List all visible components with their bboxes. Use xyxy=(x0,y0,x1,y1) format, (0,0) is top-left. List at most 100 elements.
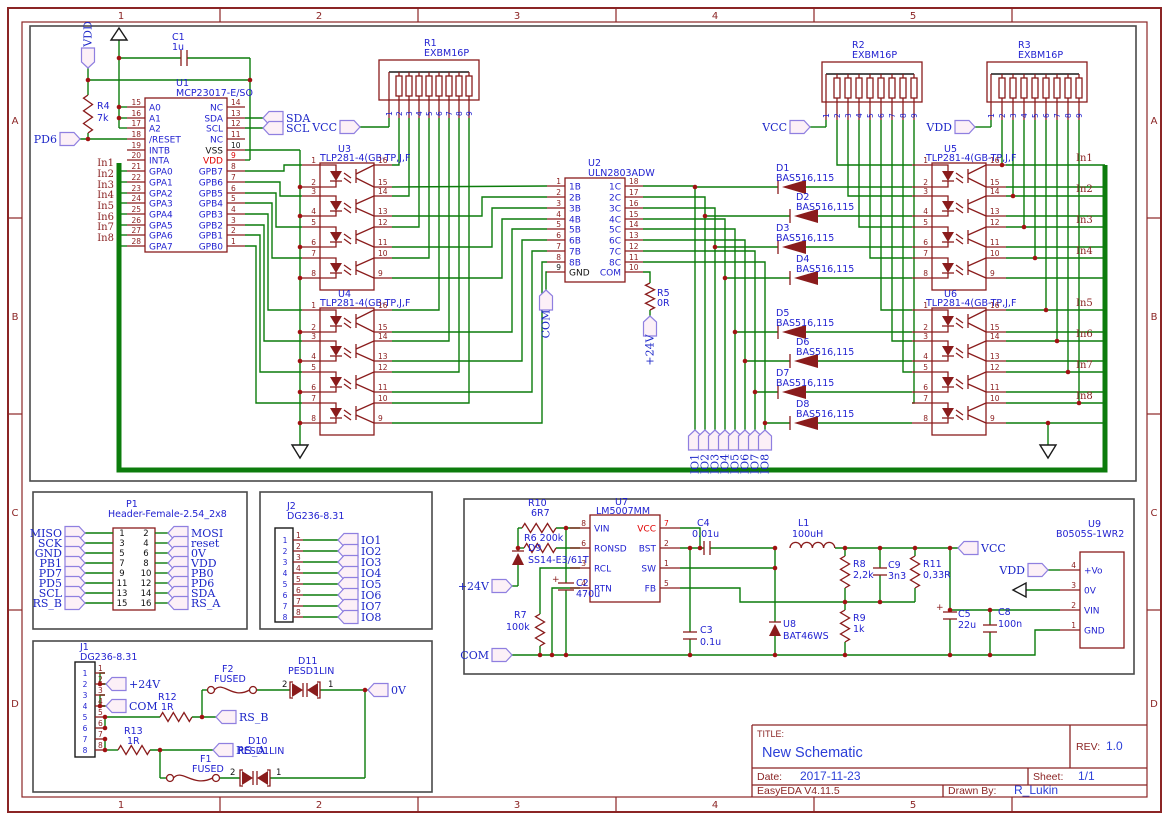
label[interactable]: 0R xyxy=(657,298,670,309)
net-label-IO2[interactable]: IO2 xyxy=(361,545,381,558)
label[interactable]: BAS516,115 xyxy=(796,264,854,275)
net-label-IO3[interactable]: IO3 xyxy=(709,454,722,474)
net-label-0V[interactable]: 0V xyxy=(191,547,207,560)
label[interactable]: C8 xyxy=(998,607,1011,618)
net-label-COM[interactable]: COM xyxy=(540,310,553,339)
resnet-ref-R2[interactable]: R2 xyxy=(852,40,865,51)
label[interactable]: BAS516,115 xyxy=(796,202,854,213)
label[interactable]: D5 xyxy=(776,308,789,319)
connector-P1[interactable] xyxy=(112,527,156,611)
label[interactable]: BAS516,115 xyxy=(796,347,854,358)
ic-ref-U2[interactable]: U2 xyxy=(588,158,601,169)
net-label-VCC[interactable]: VCC xyxy=(761,121,787,134)
net-flag-+24V[interactable] xyxy=(491,578,513,594)
label[interactable]: R4 xyxy=(97,101,110,112)
net-label-RS_A[interactable]: RS_A xyxy=(191,597,221,610)
label[interactable]: 6R7 xyxy=(531,508,550,519)
title-value[interactable]: New Schematic xyxy=(762,745,863,761)
label[interactable]: 100n xyxy=(998,619,1022,630)
resnet-R3[interactable] xyxy=(986,61,1088,103)
resistor-glyph[interactable] xyxy=(82,94,94,134)
label[interactable]: In6 xyxy=(97,212,114,223)
label[interactable]: In8 xyxy=(97,233,114,244)
net-label-IO8[interactable]: IO8 xyxy=(759,454,772,474)
label[interactable]: D11 xyxy=(298,656,317,667)
net-label-MISO[interactable]: MISO xyxy=(30,527,62,540)
label[interactable]: In4 xyxy=(1076,246,1093,257)
label[interactable]: In8 xyxy=(1076,391,1093,402)
net-label-COM[interactable]: COM xyxy=(460,649,489,662)
net-label-IO4[interactable]: IO4 xyxy=(361,567,381,580)
label[interactable]: D3 xyxy=(776,223,789,234)
label[interactable]: 1 xyxy=(328,680,333,690)
net-label-PB1[interactable]: PB1 xyxy=(40,557,62,570)
label[interactable]: 470u xyxy=(576,589,600,600)
resnet-ref-R1[interactable]: R1 xyxy=(424,38,437,49)
resistor-glyph[interactable] xyxy=(909,555,921,589)
net-flag-RS_B[interactable] xyxy=(215,709,237,725)
label[interactable]: J2 xyxy=(286,501,296,512)
label[interactable]: In1 xyxy=(1076,153,1093,164)
resnet-part-R2[interactable]: EXBM16P xyxy=(852,50,897,61)
label[interactable]: P1 xyxy=(126,499,138,510)
resistor-glyph[interactable] xyxy=(521,522,557,534)
label[interactable]: J1 xyxy=(79,642,89,653)
label[interactable]: 100uH xyxy=(792,529,823,540)
net-label-+24V[interactable]: +24V xyxy=(644,333,657,365)
ic-part-U1[interactable]: MCP23017-E/SO xyxy=(176,88,253,99)
net-label-0V[interactable]: 0V xyxy=(391,684,407,697)
net-label-SCL[interactable]: SCL xyxy=(39,587,63,600)
label[interactable]: In7 xyxy=(97,222,114,233)
rev-value[interactable]: 1.0 xyxy=(1106,739,1123,753)
net-label-VCC[interactable]: VCC xyxy=(311,121,337,134)
net-label-+24V[interactable]: +24V xyxy=(458,580,490,593)
net-label-IO3[interactable]: IO3 xyxy=(361,556,381,569)
net-label-SCL[interactable]: SCL xyxy=(286,122,310,135)
label[interactable]: BAS516,115 xyxy=(776,173,834,184)
label[interactable]: BAS516,115 xyxy=(796,409,854,420)
label[interactable]: 2 xyxy=(282,680,287,690)
label[interactable]: 1k xyxy=(853,624,865,635)
label[interactable]: C2 xyxy=(576,578,589,589)
label[interactable]: In5 xyxy=(1076,298,1093,309)
label[interactable]: D9 xyxy=(528,543,541,554)
date-value[interactable]: 2017-11-23 xyxy=(800,769,861,783)
net-label-IO6[interactable]: IO6 xyxy=(739,454,752,474)
resistor-glyph[interactable] xyxy=(523,542,557,554)
label[interactable]: R11 xyxy=(923,559,942,570)
net-flag-PD6[interactable] xyxy=(59,131,81,147)
label[interactable]: FUSED xyxy=(214,674,246,685)
net-label-RS_B[interactable]: RS_B xyxy=(239,711,268,724)
label[interactable]: In7 xyxy=(1076,360,1093,371)
label[interactable]: U8 xyxy=(783,619,796,630)
label[interactable]: R6 200k xyxy=(524,533,564,544)
label[interactable]: + xyxy=(936,603,944,613)
label[interactable]: C4 xyxy=(697,518,710,529)
label[interactable]: R12 xyxy=(158,692,177,703)
label[interactable]: SS14-E3/61T xyxy=(528,555,589,566)
label[interactable]: L1 xyxy=(798,518,809,529)
label[interactable]: 22u xyxy=(958,620,976,631)
net-flag-VCC[interactable] xyxy=(957,540,979,556)
net-flag-COM[interactable] xyxy=(105,698,127,714)
label[interactable]: R8 xyxy=(853,559,866,570)
resnet-R2[interactable] xyxy=(821,61,923,103)
net-label-IO2[interactable]: IO2 xyxy=(699,454,712,474)
resistor-glyph[interactable] xyxy=(644,282,656,311)
label[interactable]: 0,33R xyxy=(923,570,951,581)
label[interactable]: In6 xyxy=(1076,329,1093,340)
label[interactable]: F1 xyxy=(200,754,212,765)
net-flag-+24V[interactable] xyxy=(642,315,658,337)
resnet-ref-R3[interactable]: R3 xyxy=(1018,40,1031,51)
label[interactable]: 2 xyxy=(230,768,235,778)
label[interactable]: C9 xyxy=(888,560,901,571)
label[interactable]: In3 xyxy=(97,180,114,191)
resnet-part-R3[interactable]: EXBM16P xyxy=(1018,50,1063,61)
label[interactable]: In3 xyxy=(1076,215,1093,226)
label[interactable]: BAT46WS xyxy=(783,631,829,642)
net-label-IO6[interactable]: IO6 xyxy=(361,589,381,602)
net-label-IO4[interactable]: IO4 xyxy=(719,454,732,474)
label[interactable]: 0.01u xyxy=(692,529,719,540)
net-flag-VCC[interactable] xyxy=(339,119,361,135)
